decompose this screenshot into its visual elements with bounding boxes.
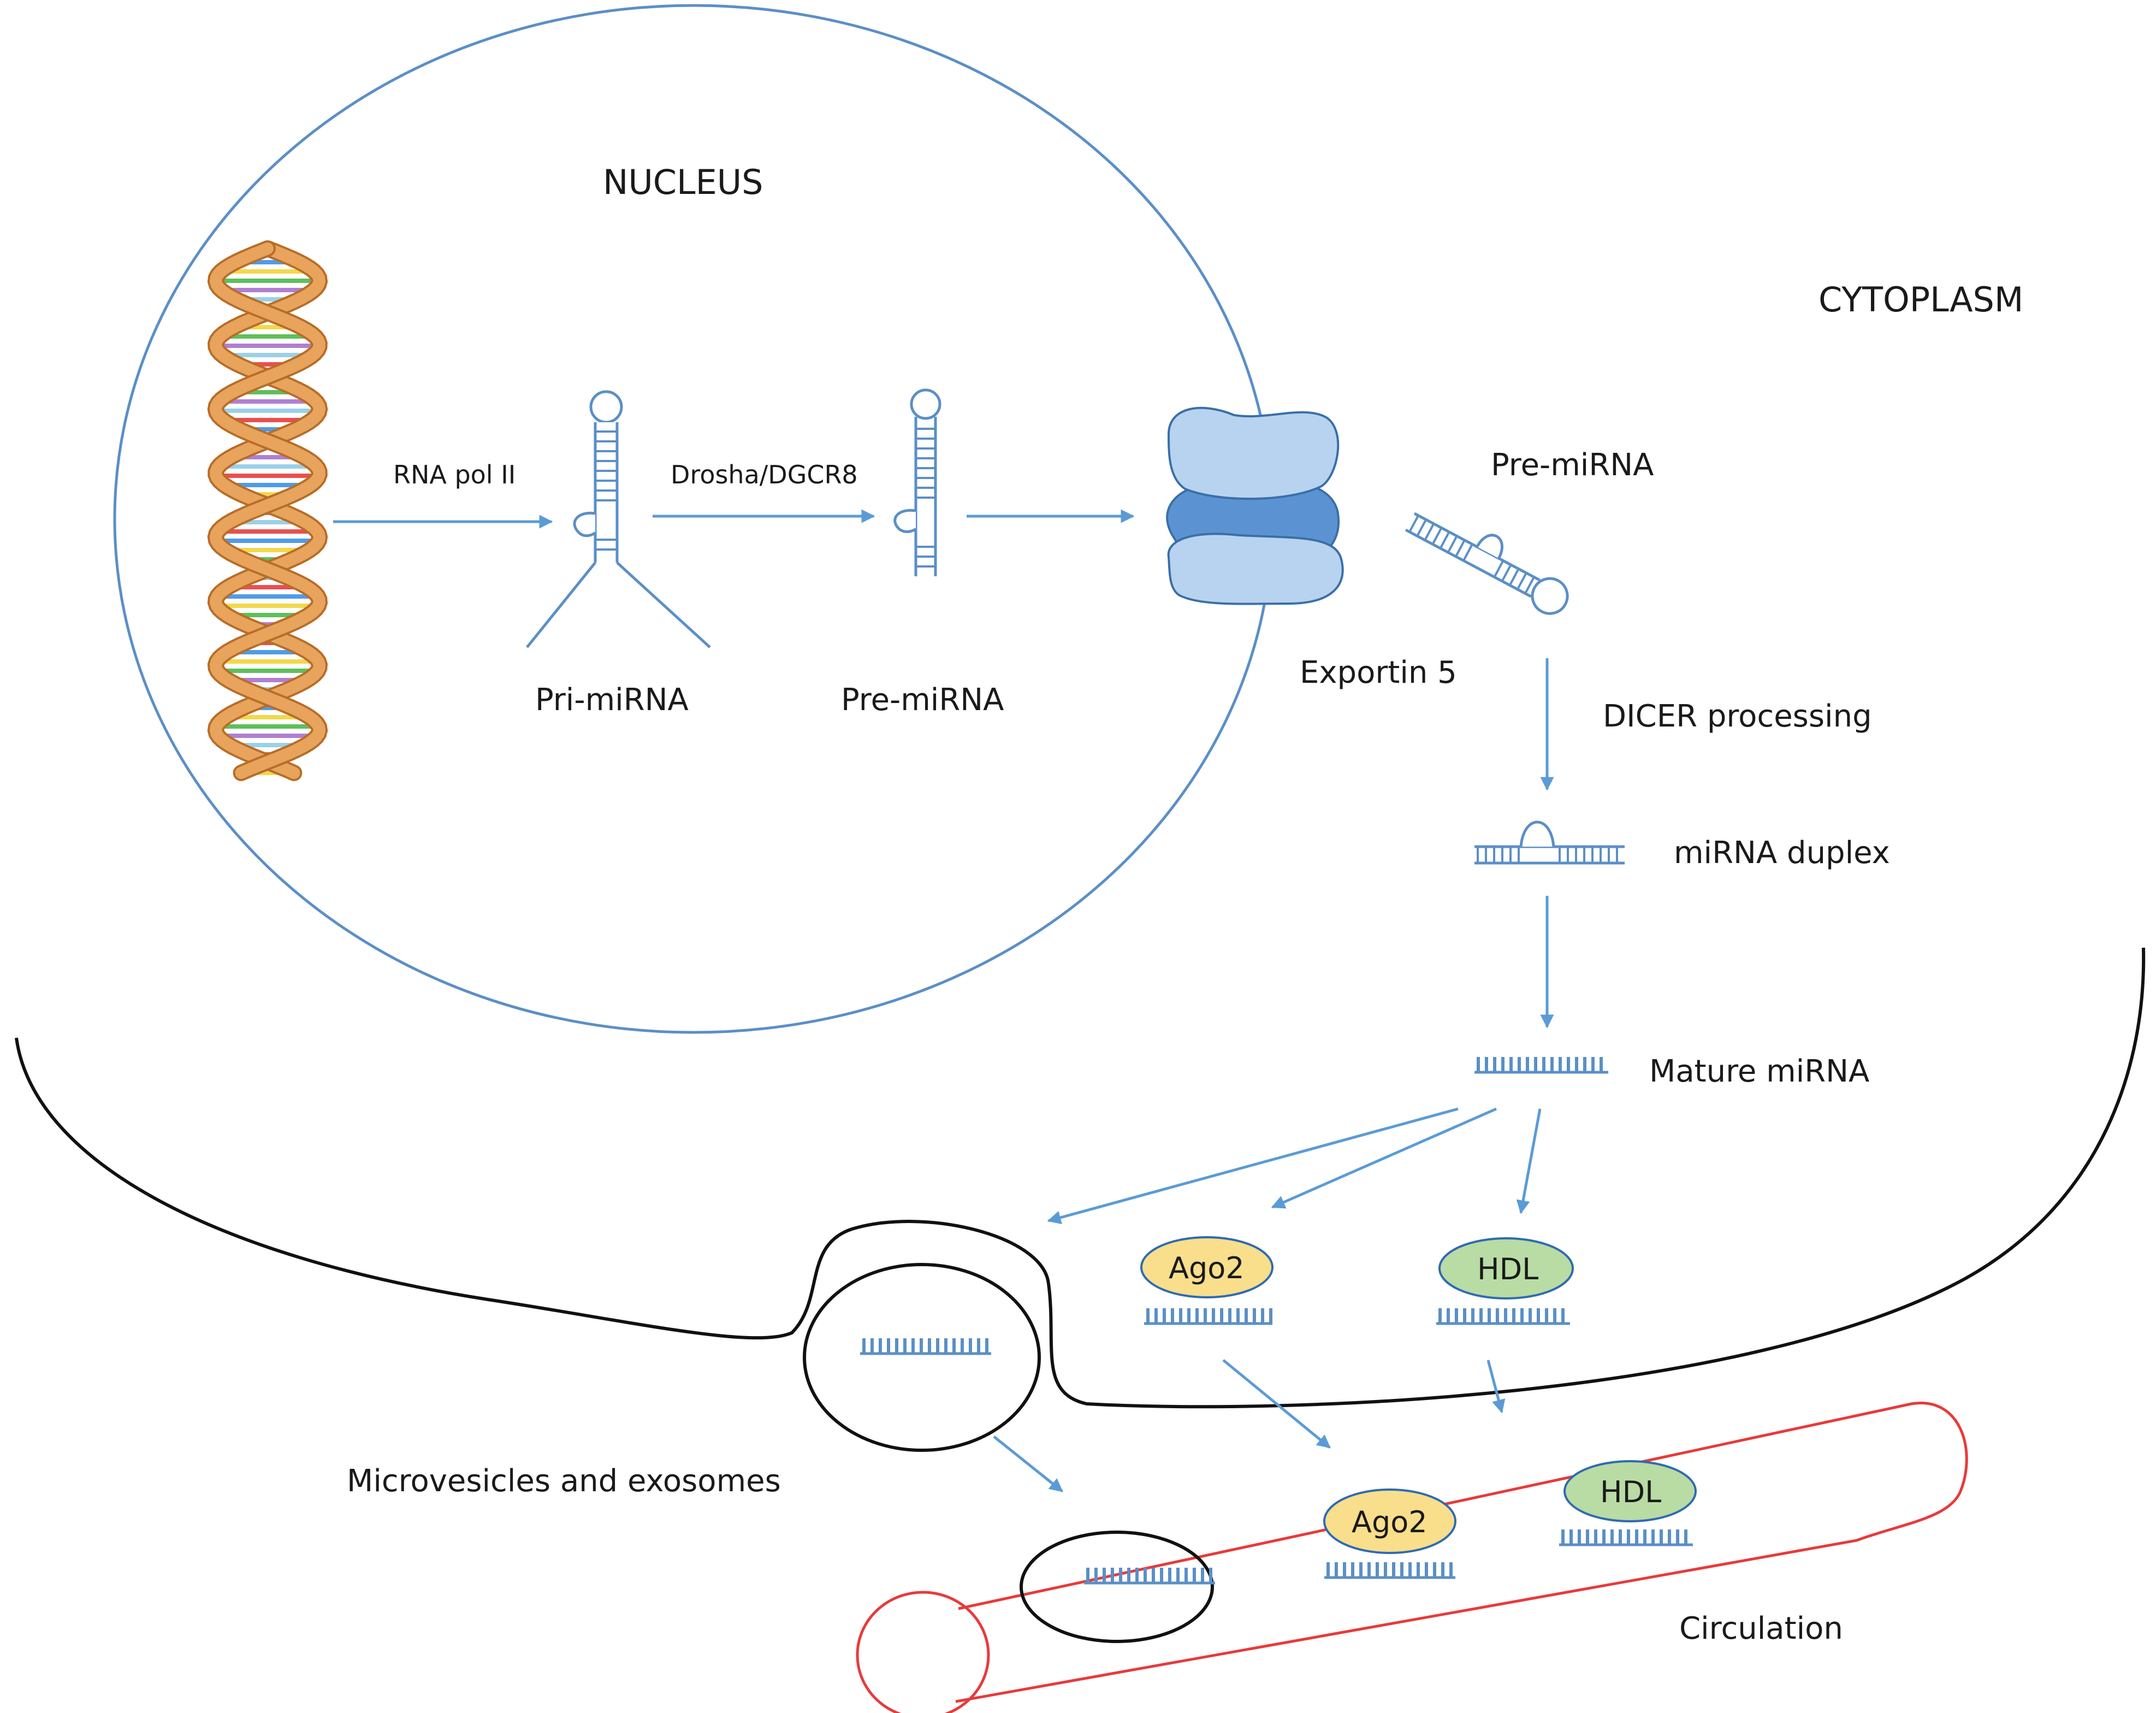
arrow-ago2-out: [1222, 1359, 1331, 1449]
pre-mirna-cytoplasm-label: Pre-miRNA: [1491, 447, 1654, 483]
cell-membrane: [15, 947, 2146, 1409]
drosha-label: Drosha/DGCR8: [671, 460, 858, 489]
pre-mirna-hairpin-icon: [893, 388, 941, 576]
dna-helix-icon: [207, 240, 328, 781]
pre-mirna-cytoplasm-icon: [1405, 512, 1569, 615]
cytoplasm-label: CYTOPLASM: [1819, 280, 2023, 320]
hdl-circulation-mirna-icon: [1559, 1529, 1693, 1546]
exosome-circulation: [1020, 1531, 1214, 1643]
ago2-circulation-label: Ago2: [1352, 1505, 1428, 1539]
pri-mirna-label: Pri-miRNA: [535, 682, 689, 718]
ago2-circulation-pill: [1323, 1488, 1456, 1554]
hdl-cell-label: HDL: [1477, 1252, 1538, 1286]
ago2-cell-label: Ago2: [1169, 1251, 1245, 1285]
pri-mirna-hairpin-icon: [526, 390, 711, 648]
ago2-cell-pill: [1140, 1236, 1274, 1298]
arrow-to-hdl: [1516, 1108, 1542, 1214]
hdl-cell-pill: [1438, 1237, 1574, 1299]
duplex-label: miRNA duplex: [1674, 835, 1890, 871]
arrow-exosome-out: [993, 1436, 1063, 1492]
exosome-circulation-mirna-icon: [1084, 1568, 1215, 1585]
mature-label: Mature miRNA: [1649, 1054, 1869, 1089]
exportin-pore-icon: [1166, 406, 1344, 605]
ago2-cell-mirna-icon: [1144, 1308, 1272, 1325]
arrow-hdl-out: [1486, 1360, 1506, 1414]
exosome-vesicle: [803, 1263, 1041, 1452]
ago2-circulation-mirna-icon: [1324, 1562, 1455, 1579]
circulation-label: Circulation: [1679, 1611, 1843, 1646]
nucleus-label: NUCLEUS: [603, 162, 763, 202]
arrow-to-microvesicle: [1047, 1107, 1459, 1225]
exosome-mirna-icon: [860, 1338, 991, 1355]
microvesicles-label: Microvesicles and exosomes: [347, 1463, 781, 1499]
hdl-circulation-label: HDL: [1600, 1475, 1661, 1509]
exportin-label: Exportin 5: [1300, 655, 1457, 690]
pre-mirna-nucleus-label: Pre-miRNA: [841, 682, 1004, 718]
hdl-circulation-pill: [1563, 1460, 1697, 1522]
arrow-to-ago2: [1271, 1107, 1497, 1209]
blood-vessel: [856, 1402, 1968, 1713]
mirna-duplex-icon: [1474, 820, 1625, 865]
rna-pol-label: RNA pol II: [393, 460, 516, 489]
hdl-cell-mirna-icon: [1436, 1308, 1570, 1325]
mature-mirna-strand-icon: [1474, 1057, 1608, 1074]
dicer-label: DICER processing: [1603, 699, 1872, 734]
